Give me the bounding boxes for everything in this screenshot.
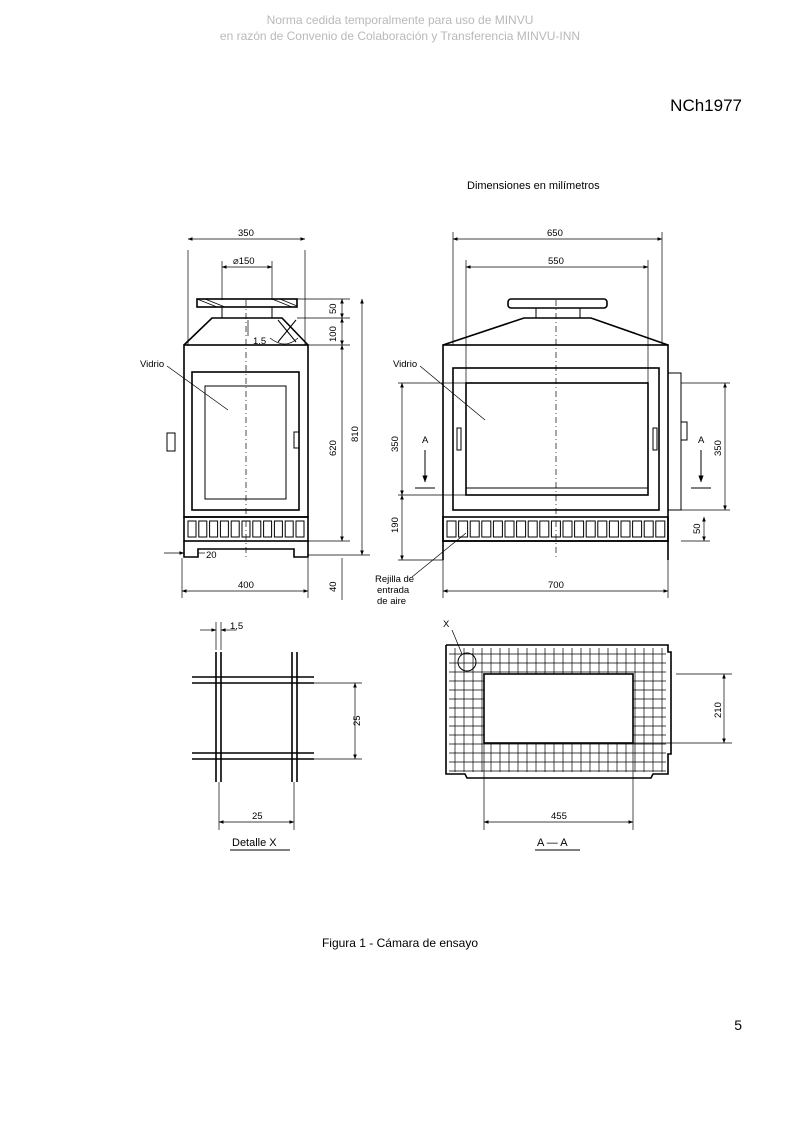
dim-top-plate: 50 [328, 303, 339, 314]
label-air-grille-3: de aire [377, 596, 406, 607]
dim-190: 190 [390, 517, 401, 533]
grate-slot [492, 520, 503, 538]
side-view: 350 ⌀150 1,5 50 100 620 810 40 20 400 Vi… [140, 228, 370, 600]
hood [183, 317, 309, 346]
grate-slot [597, 520, 608, 538]
section-marker-x: X [443, 619, 450, 630]
dim-550: 550 [548, 256, 564, 267]
grate-slot [263, 520, 273, 538]
label-air-grille-1: Rejilla de [375, 574, 414, 585]
grate-slot [562, 520, 573, 538]
grate-slot [446, 520, 457, 538]
dim-350-side: 350 [238, 228, 254, 239]
dim-offset: 20 [206, 550, 217, 561]
grate-slot [516, 520, 527, 538]
dim-total-height: 810 [350, 426, 361, 442]
grate-slot [643, 520, 654, 538]
glass-pane [204, 385, 287, 500]
grate-slot [252, 520, 262, 538]
front-hood [442, 317, 669, 346]
top-plate [196, 298, 298, 308]
dim-base: 40 [328, 581, 339, 592]
grate-slot [295, 520, 305, 538]
dim-wall-thickness: 1,5 [253, 336, 266, 347]
label-glass-side: Vidrio [140, 359, 164, 370]
grate-slot [620, 520, 631, 538]
label-air-grille-2: entrada [377, 585, 410, 596]
section-opening [483, 673, 634, 744]
dim-mesh-vertical: 25 [352, 715, 363, 726]
units-note: Dimensiones en milímetros [467, 180, 600, 192]
watermark-line-2: en razón de Convenio de Colaboración y T… [219, 29, 581, 43]
dim-650: 650 [547, 228, 563, 239]
grate-slot [527, 520, 538, 538]
grate-slot [550, 520, 561, 538]
grate-slot [209, 520, 219, 538]
grate-slot [273, 520, 283, 538]
dim-flue-diameter: ⌀150 [233, 256, 255, 267]
front-glass [465, 382, 649, 496]
dim-350-right: 350 [713, 440, 724, 456]
detail-x-circle [457, 652, 477, 672]
detail-x-title: Detalle X [232, 837, 277, 849]
grate-slot [284, 520, 294, 538]
grate-slot [632, 520, 643, 538]
dim-700: 700 [548, 580, 564, 591]
grate-slot [504, 520, 515, 538]
grate-slot [655, 520, 666, 538]
side-feet [183, 541, 309, 558]
dim-mesh-horizontal: 25 [252, 811, 263, 822]
dim-400: 400 [238, 580, 254, 591]
grate-slot [219, 520, 229, 538]
door-frame [191, 371, 300, 511]
grate-slot [241, 520, 251, 538]
front-handle-left [456, 427, 462, 451]
front-side-panel [667, 372, 682, 511]
front-handle-right [652, 427, 658, 451]
grate-slot [469, 520, 480, 538]
grate-slot [481, 520, 492, 538]
section-aa-title: A — A [537, 837, 568, 849]
front-grate-band [442, 516, 669, 542]
side-grate-band [183, 516, 309, 542]
detail-x: 1,5 25 25 Detalle X [192, 621, 363, 851]
grate-slot [539, 520, 550, 538]
front-view: 650 550 350 190 350 50 A A 700 Vidrio Re… [375, 228, 730, 607]
grate-slot [230, 520, 240, 538]
label-glass-front: Vidrio [393, 359, 417, 370]
dim-opening-height: 210 [713, 702, 724, 718]
grate-slot [187, 520, 197, 538]
grate-slot [608, 520, 619, 538]
watermark-line-1: Norma cedida temporalmente para uso de M… [266, 13, 534, 27]
front-top-plate [507, 298, 608, 309]
page-number: 5 [734, 1017, 742, 1033]
section-marker-left: A [422, 435, 429, 446]
grate-slot [458, 520, 469, 538]
dim-bar-thickness: 1,5 [230, 621, 243, 632]
door-handle [293, 431, 300, 449]
dim-hood: 100 [328, 326, 339, 342]
section-aa: X 210 455 A — A [443, 619, 732, 851]
grate-slot [198, 520, 208, 538]
front-body [442, 344, 669, 542]
side-handle-left [166, 432, 176, 452]
dim-inner-height: 620 [328, 440, 339, 456]
section-marker-right: A [698, 435, 705, 446]
grate-slot [585, 520, 596, 538]
dim-350-left: 350 [390, 436, 401, 452]
figure-caption: Figura 1 - Cámara de ensayo [321, 936, 479, 950]
dim-opening-width: 455 [551, 811, 567, 822]
section-outline [445, 644, 672, 779]
dim-50: 50 [692, 523, 703, 534]
document-code: NCh1977 [670, 96, 742, 115]
grate-slot [574, 520, 585, 538]
